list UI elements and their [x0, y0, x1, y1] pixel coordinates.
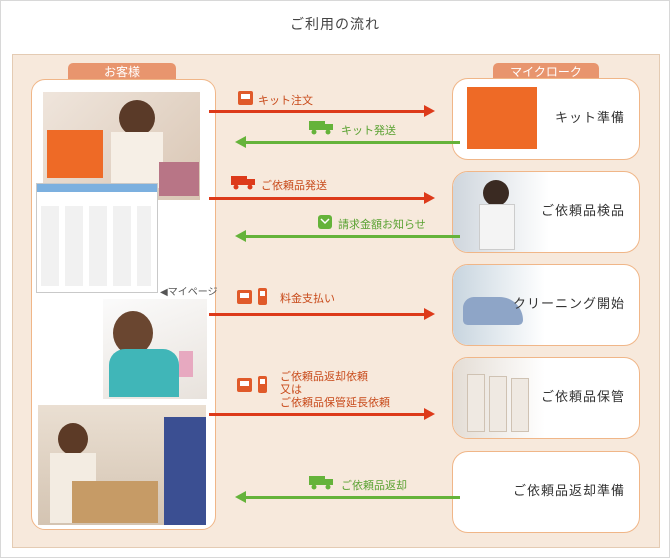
phone-icon [258, 376, 267, 393]
pc-icon [237, 290, 252, 304]
customer-return-photo [38, 405, 206, 525]
flow-label: ご依頼品発送 [261, 179, 327, 192]
step-box: クリーニング開始 [452, 264, 640, 346]
step-box: ご依頼品返却準備 [452, 451, 640, 533]
flow-arrow-to-customer [246, 235, 460, 238]
flow-arrow-to-provider [209, 197, 424, 200]
arrow-head [235, 136, 246, 148]
mypage-screenshot [36, 183, 158, 293]
flow-arrow-to-customer [246, 496, 460, 499]
flow-label-multiline: ご依頼品返却依頼 又は ご依頼品保管延長依頼 [280, 370, 390, 409]
phone-icon [258, 288, 267, 305]
mail-icon [318, 215, 332, 229]
step-label: ご依頼品保管 [540, 390, 625, 405]
truck-icon [309, 476, 333, 490]
flow-label-line: 又は [280, 383, 302, 396]
flow-label: 請求金額お知らせ [338, 218, 426, 231]
flow-label: 料金支払い [280, 292, 335, 305]
flow-arrow-to-provider [209, 313, 424, 316]
phone-image [179, 351, 193, 377]
customer-payment-photo [103, 299, 207, 399]
step-label: クリーニング開始 [512, 297, 625, 312]
flow-arrow-to-provider [209, 413, 424, 416]
person-image [119, 100, 155, 136]
pc-icon [238, 91, 253, 105]
flow-label-line: ご依頼品返却依頼 [280, 370, 368, 383]
truck-icon [309, 121, 333, 135]
flow-arrow-to-customer [246, 141, 460, 144]
step-box: ご依頼品保管 [452, 357, 640, 439]
flow-label-line: ご依頼品保管延長依頼 [280, 396, 390, 409]
customer-column-tab: お客様 [68, 63, 176, 81]
kit-bag-image [47, 130, 103, 178]
flow-label: キット注文 [258, 94, 313, 107]
step-label: ご依頼品返却準備 [512, 484, 625, 499]
mypage-label: ◀マイページ [160, 287, 218, 298]
flow-label: ご依頼品返却 [341, 479, 407, 492]
iron-image [453, 265, 545, 345]
kit-bag-icon [467, 87, 537, 149]
truck-icon [231, 176, 255, 190]
arrow-head [235, 230, 246, 242]
flow-label: キット発送 [341, 124, 396, 137]
pc-icon [237, 378, 252, 392]
flow-arrow-to-provider [209, 110, 424, 113]
arrow-head [424, 308, 435, 320]
step-label: ご依頼品検品 [540, 204, 625, 219]
storage-image [453, 358, 545, 438]
page-title: ご利用の流れ [290, 17, 380, 33]
customer-kit-photo [43, 92, 200, 200]
arrow-head [424, 105, 435, 117]
step-box: キット準備 [452, 78, 640, 160]
arrow-head [424, 192, 435, 204]
arrow-head [235, 491, 246, 503]
box-image [72, 481, 158, 523]
arrow-head [424, 408, 435, 420]
step-box: ご依頼品検品 [452, 171, 640, 253]
inspection-image [453, 172, 549, 252]
provider-column-tab: マイクローク [493, 63, 599, 81]
step-label: キット準備 [554, 111, 625, 126]
